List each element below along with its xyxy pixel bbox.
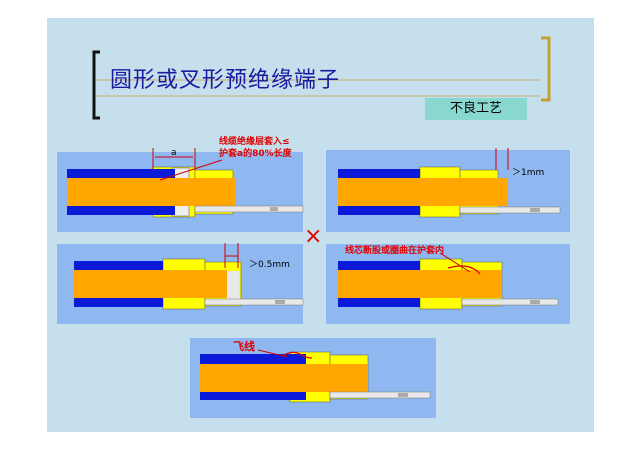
terminal-diagram-2 [338, 166, 561, 218]
insulation-note-line1: 线缆绝缘层套入≤ [219, 137, 290, 147]
dimension-a-label: a [171, 148, 177, 158]
terminal-diagram-4 [338, 258, 559, 310]
terminal-diagram-1 [67, 166, 304, 218]
gap-1mm-label: ＞1mm [512, 168, 545, 178]
page-title: 圆形或叉形预绝缘端子 [110, 68, 341, 93]
cross-mark-icon: × [304, 224, 323, 249]
terminal-diagram-5 [200, 351, 431, 403]
right-bracket [541, 36, 551, 102]
terminal-diagram-3 [74, 258, 304, 310]
core-broken-note: 线芯断股或圈曲在护套内 [345, 246, 445, 256]
insulation-note-line2: 护套a的80%长度 [219, 149, 292, 159]
status-badge: 不良工艺 [425, 98, 527, 120]
flying-wire-note: 飞线 [233, 340, 255, 353]
left-bracket [92, 50, 100, 120]
gap-05mm-label: ＞0.5mm [249, 260, 290, 270]
dimension-markers [152, 148, 509, 358]
